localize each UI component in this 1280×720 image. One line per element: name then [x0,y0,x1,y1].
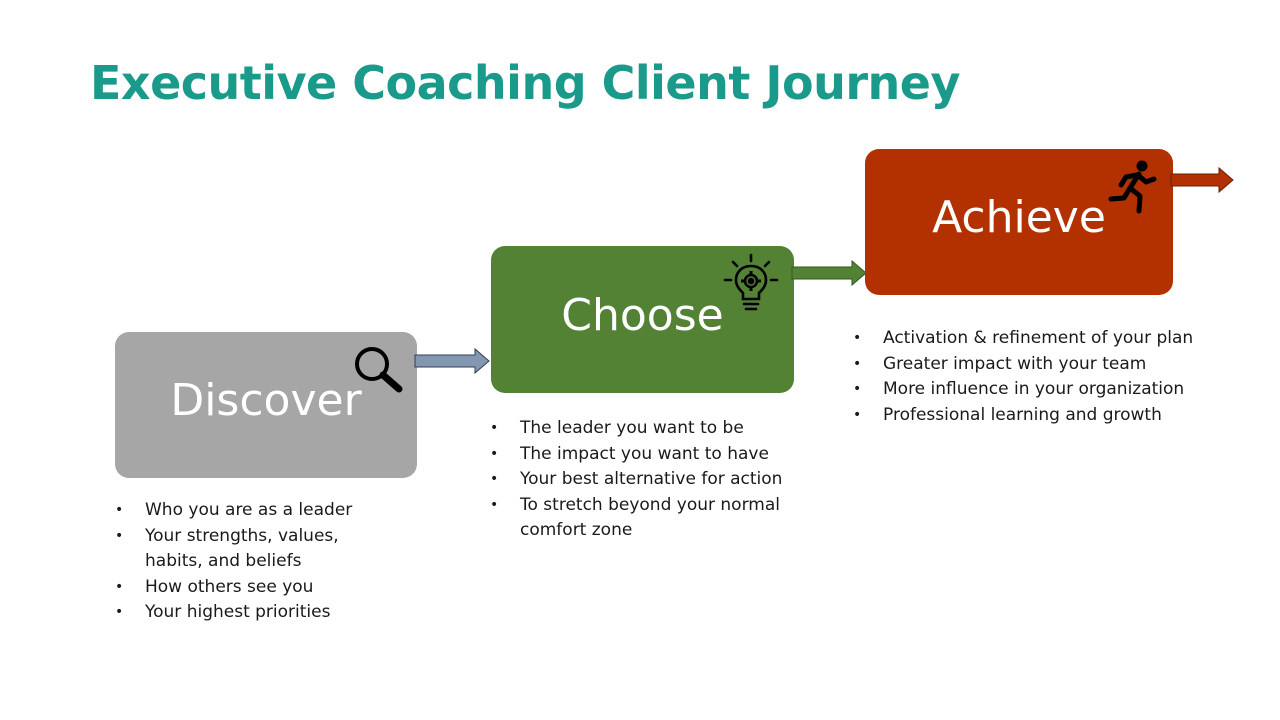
list-item: Greater impact with your team [853,352,1233,378]
arrow-achieve-onward [1170,166,1234,194]
list-item: The impact you want to have [490,442,800,468]
arrow-discover-to-choose [414,347,490,375]
list-item: Your strengths, values, habits, and beli… [115,524,365,575]
choose-stage-label: Choose [561,290,724,341]
arrow-shape [791,259,867,287]
choose-stage-box [491,246,794,393]
list-item: Who you are as a leader [115,498,365,524]
achieve-bullet-list: Activation & refinement of your plan Gre… [853,326,1233,428]
list-item: More influence in your organization [853,377,1233,403]
arrow-choose-to-achieve [791,259,867,287]
list-item: Your best alternative for action [490,467,800,493]
slide-title: Executive Coaching Client Journey [90,56,960,110]
magnifier-icon [355,347,403,393]
list-item: The leader you want to be [490,416,800,442]
arrow-shape [1170,166,1234,194]
arrow-shape [414,347,490,375]
achieve-stage-label: Achieve [932,192,1106,243]
list-item: How others see you [115,575,365,601]
list-item: To stretch beyond your normal comfort zo… [490,493,800,544]
lightbulb-gear-icon [723,253,779,311]
choose-bullet-list: The leader you want to be The impact you… [490,416,800,544]
list-item: Your highest priorities [115,600,365,626]
discover-bullet-list: Who you are as a leader Your strengths, … [115,498,365,626]
discover-stage-label: Discover [170,375,362,426]
list-item: Professional learning and growth [853,403,1233,429]
achieve-stage-box [865,149,1173,295]
list-item: Activation & refinement of your plan [853,326,1233,352]
discover-stage-box [115,332,417,478]
running-person-icon [1108,160,1157,214]
